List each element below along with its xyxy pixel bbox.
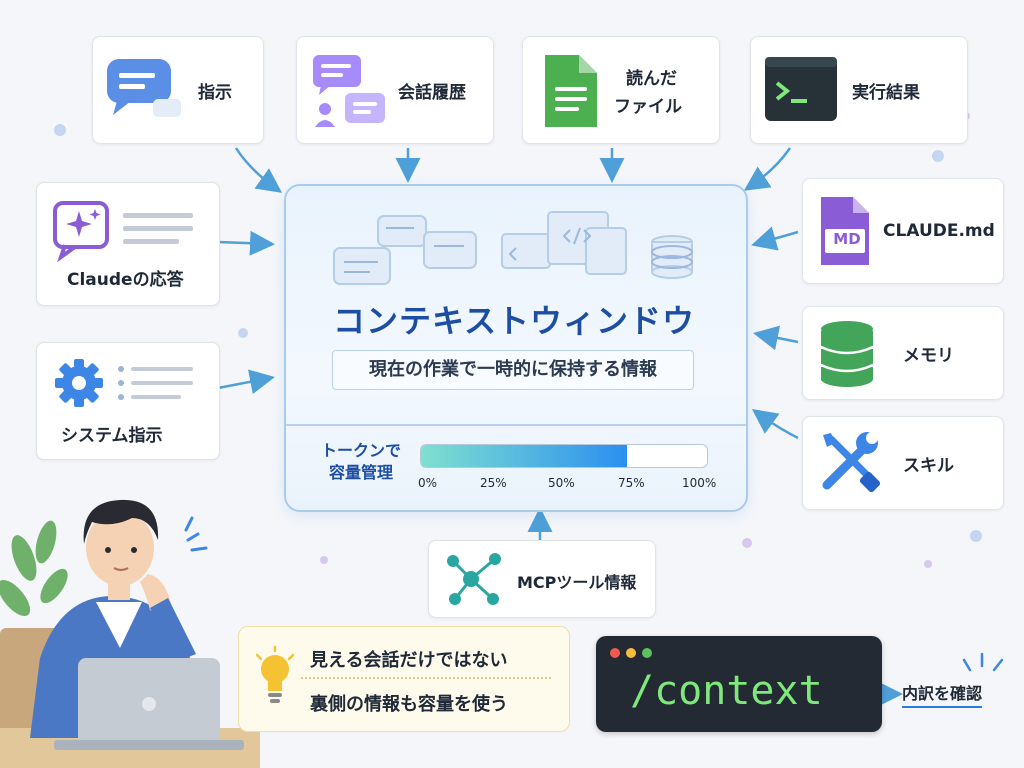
label-shiji: 指示	[198, 83, 232, 103]
label-mcp: MCPツール情報	[517, 573, 637, 592]
terminal-close-dot	[610, 648, 620, 658]
database-icon	[820, 321, 874, 387]
label-system: システム指示	[61, 426, 163, 446]
arrow-shiji	[234, 147, 283, 193]
arrow-claude-resp	[217, 230, 275, 256]
wrench-screwdriver-icon	[822, 432, 881, 493]
context-title: コンテキストウィンドウ	[332, 302, 696, 340]
arrow-system	[217, 369, 275, 395]
tip-line-2: 裏側の情報も容量を使う	[310, 694, 508, 715]
gear-icon	[55, 359, 193, 407]
arrow-claude-md	[751, 226, 799, 251]
label-jikko: 実行結果	[852, 83, 920, 103]
decor-dot	[742, 538, 752, 548]
decor-dot	[238, 328, 248, 338]
card-skill: スキル	[802, 416, 1004, 510]
sparkle-lines	[962, 652, 1004, 672]
md-file-icon	[821, 197, 869, 265]
card-shiji	[92, 36, 264, 144]
terminal-maximize-dot	[642, 648, 652, 658]
arrow-memory	[753, 325, 799, 351]
context-illustrations	[333, 211, 693, 285]
md-badge: MD	[833, 230, 861, 248]
file-icon	[545, 55, 597, 127]
network-graph-icon	[447, 553, 501, 605]
label-yonda-line1: 読んだ	[626, 69, 677, 89]
label-kaiwa: 会話履歴	[398, 83, 466, 103]
tick-25: 25%	[480, 476, 507, 490]
label-memory: メモリ	[903, 346, 954, 366]
arrow-skill	[751, 409, 799, 440]
tick-75: 75%	[618, 476, 645, 490]
context-subtitle: 現在の作業で一時的に保持する情報	[332, 350, 694, 390]
decor-dot	[924, 560, 932, 568]
tick-100: 100%	[682, 476, 717, 490]
person-thinking-illustration	[0, 499, 260, 768]
label-skill: スキル	[903, 456, 954, 476]
tick-50: 50%	[548, 476, 575, 490]
label-claude-resp: Claudeの応答	[67, 270, 184, 290]
conversation-history-icon	[313, 55, 385, 127]
card-memory: メモリ	[802, 306, 1004, 400]
card-yonda	[522, 36, 720, 144]
card-system: システム指示	[36, 342, 220, 460]
chat-bubble-icon	[107, 59, 181, 117]
tip-bubble	[238, 626, 570, 732]
card-kaiwa	[296, 36, 494, 144]
label-claude-md: CLAUDE.md	[883, 221, 995, 241]
terminal-window	[596, 636, 882, 732]
token-usage-bar	[420, 444, 708, 468]
token-label-line2: 容量管理	[328, 463, 393, 482]
token-usage-fill	[421, 445, 627, 467]
lightbulb-icon	[255, 645, 295, 703]
sparkle-chat-icon	[53, 201, 193, 263]
arrow-jikko	[743, 147, 792, 191]
tip-divider	[301, 677, 551, 679]
decor-dot	[932, 150, 944, 162]
decor-dot	[970, 530, 982, 542]
context-command: /context	[630, 668, 823, 714]
label-yonda-line2: ファイル	[614, 97, 682, 117]
token-label-line1: トークンで	[320, 441, 401, 460]
decor-dot	[54, 124, 66, 136]
context-divider	[286, 424, 746, 426]
card-claude-resp: Claudeの応答	[36, 182, 220, 306]
card-mcp: MCPツール情報	[428, 540, 656, 618]
terminal-icon	[765, 57, 837, 121]
tip-line-1: 見える会話だけではない	[310, 650, 508, 671]
card-claude-md: MD CLAUDE.md	[802, 178, 1004, 284]
token-label: トークンで 容量管理	[306, 440, 416, 484]
check-breakdown-label: 内訳を確認	[902, 680, 983, 708]
tick-0: 0%	[418, 476, 438, 490]
terminal-minimize-dot	[626, 648, 636, 658]
decor-dot	[320, 556, 328, 564]
card-jikko	[750, 36, 968, 144]
